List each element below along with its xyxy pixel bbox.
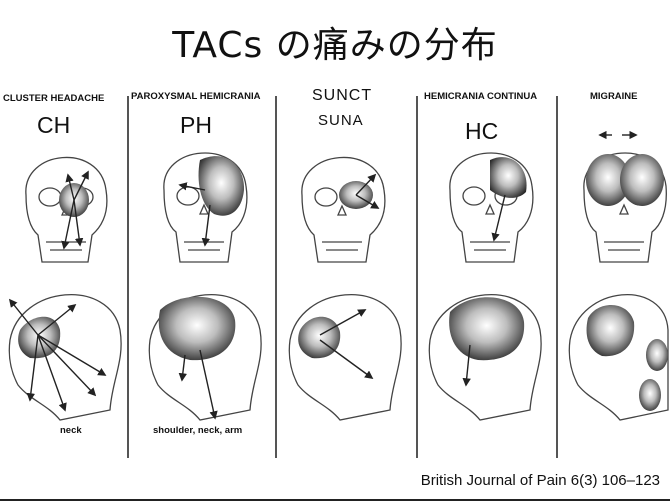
column-divider — [556, 96, 558, 458]
column-divider — [416, 96, 418, 458]
column-heading-paroxysmal-hemicrania: PAROXYSMAL HEMICRANIA — [131, 91, 261, 102]
arrow-icon — [8, 298, 471, 420]
arrow-icon — [61, 130, 638, 250]
abbr-ph: PH — [180, 112, 212, 138]
column-divider — [127, 96, 129, 458]
column-heading-sunct: SUNCT — [312, 87, 373, 104]
bottom-rule — [0, 499, 670, 501]
slide-title: TACs の痛みの分布 — [172, 25, 498, 66]
pain-zone-lateral — [18, 296, 668, 411]
abbr-ch: CH — [37, 112, 71, 138]
note-shoulder-neck-arm: shoulder, neck, arm — [153, 425, 243, 436]
head-lateral-icon — [8, 293, 669, 421]
note-neck: neck — [60, 425, 82, 436]
skull-front-icon — [25, 152, 667, 263]
column-heading-cluster-headache: CLUSTER HEADACHE — [3, 93, 105, 104]
column-divider — [275, 96, 277, 458]
column-heading-migraine: MIGRAINE — [590, 91, 638, 102]
abbr-suna: SUNA — [318, 112, 364, 129]
pain-zone-front — [59, 154, 664, 217]
citation: British Journal of Pain 6(3) 106–123 — [420, 472, 660, 489]
abbr-hc: HC — [465, 118, 499, 144]
column-heading-hemicrania-continua: HEMICRANIA CONTINUA — [424, 91, 538, 102]
